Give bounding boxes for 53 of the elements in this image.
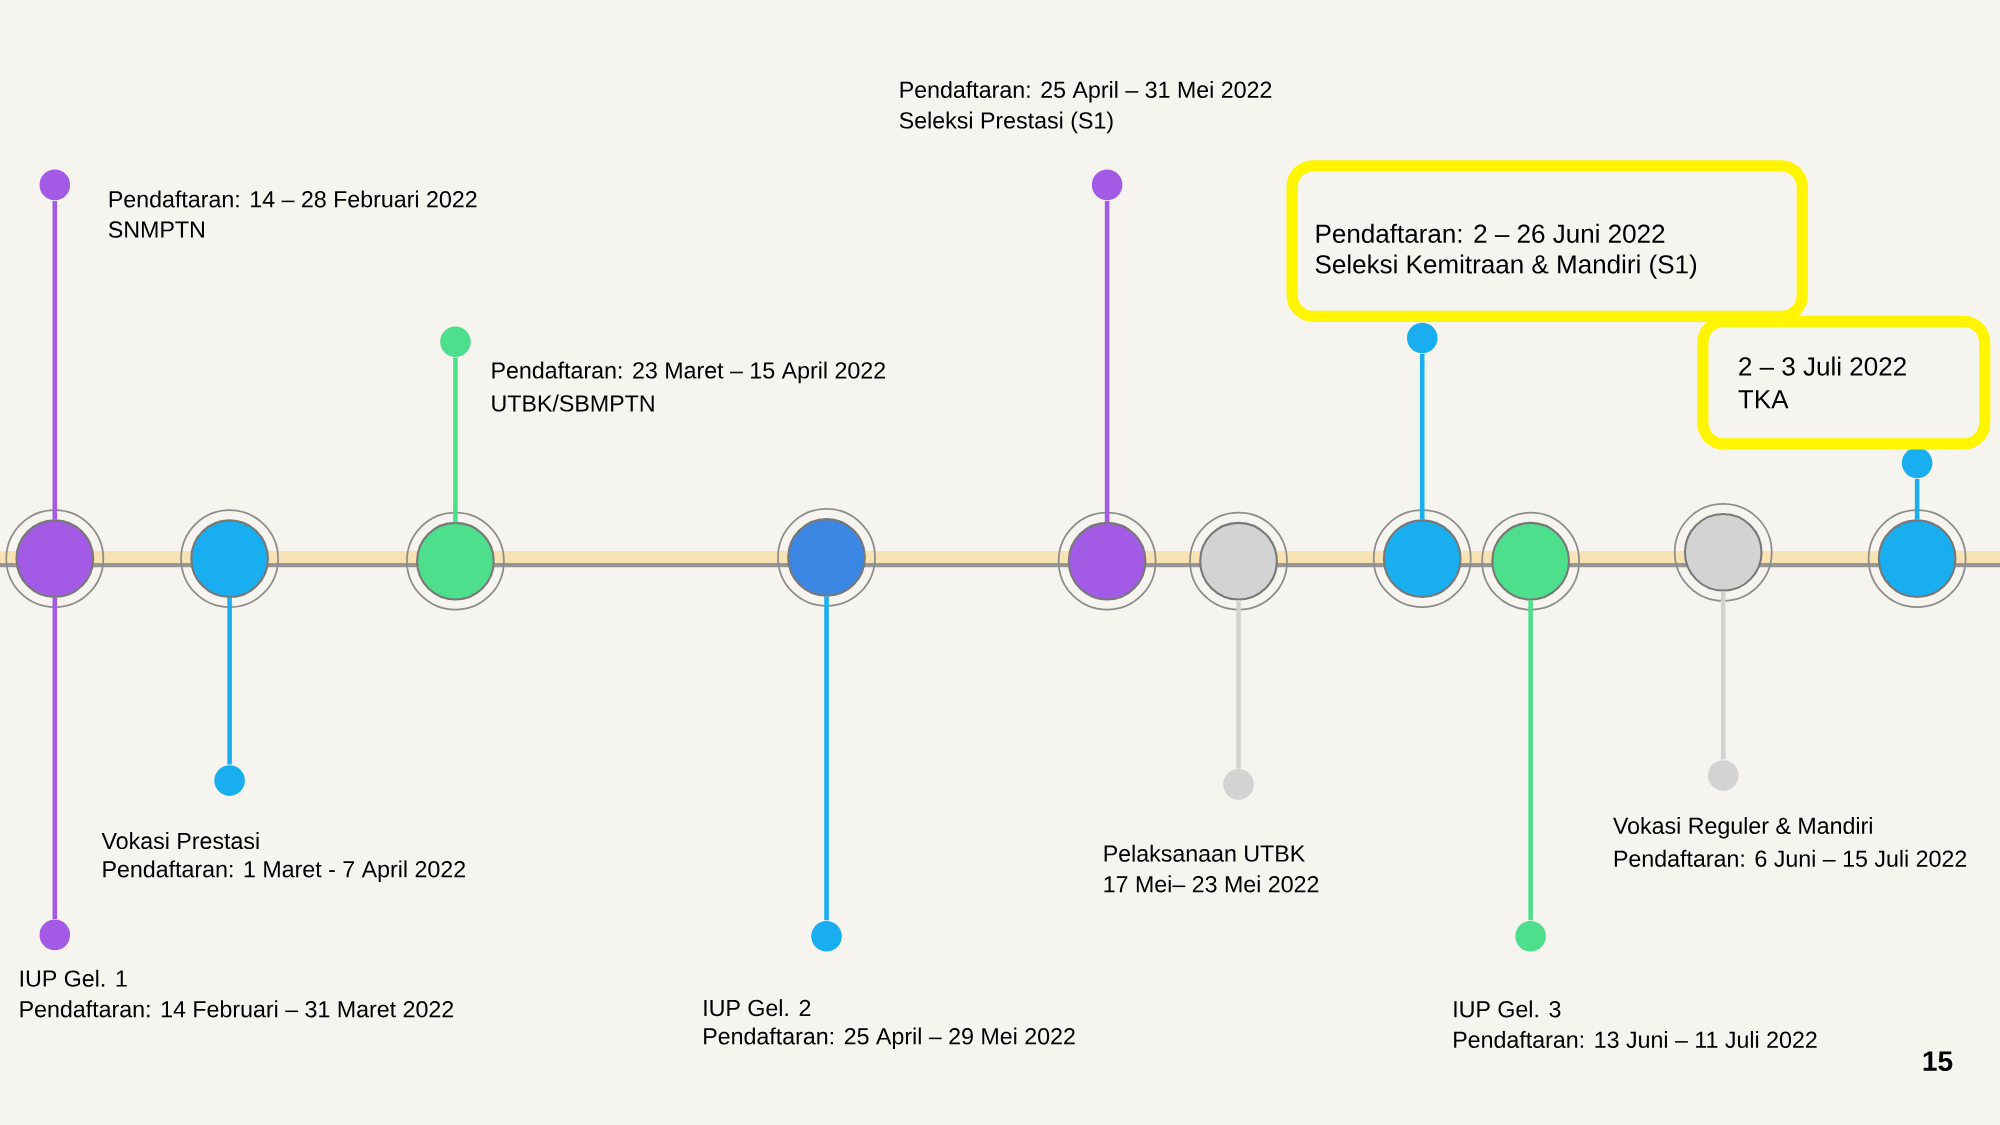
stem-line [1720,591,1726,760]
page-number: 15 [1923,1051,1953,1071]
stem-line [1528,600,1533,921]
event-text: Pendaftaran: 25 April – 31 Mei 2022 [900,80,1272,103]
end-dot [1901,447,1933,479]
highlight-box: 2 – 3 Juli 2022 TKA [1697,315,1991,450]
event-text: Pendaftaran: 14 – 28 Februari 2022 [109,190,477,208]
stem-line [227,597,232,765]
event-text: Vokasi Prestasi [101,832,259,850]
milestone-circle [406,511,505,611]
milestone-circle [1372,509,1472,609]
stem-line [824,596,829,921]
event-text: UTBK/SBMPTN [492,394,654,412]
end-dot [214,765,245,796]
stem-line [1419,354,1425,520]
event-text: Pendaftaran: 13 Juni – 11 Juli 2022 [1454,1030,1817,1048]
event-text: Pendaftaran: 23 Maret – 15 April 2022 [492,361,885,384]
milestone-circle [5,509,105,609]
stem-line [52,597,58,919]
event-text: IUP Gel. 1 [20,969,127,987]
event-text: Vokasi Reguler & Mandiri [1613,816,1872,839]
event-text: Pendaftaran: 25 April – 29 Mei 2022 [704,1027,1075,1050]
highlight-box: Pendaftaran: 2 – 26 Juni 2022 Seleksi Kemitraan & Mandiri (S1) [1286,160,1808,322]
milestone-circle [1673,502,1773,602]
event-text: IUP Gel. 2 [704,999,811,1017]
event-text: Pelaksanaan UTBK [1104,844,1305,862]
end-dot [1515,920,1546,952]
end-dot [1406,322,1438,354]
end-dot [1707,760,1739,791]
stem-line [1104,200,1110,523]
stem-line [52,200,58,520]
milestone-circle [1867,509,1967,609]
end-dot [1091,169,1123,201]
event-text: 17 Mei– 23 Mei 2022 [1104,875,1319,893]
event-text: Pendaftaran: 1 Maret - 7 April 2022 [103,860,465,882]
event-text: IUP Gel. 3 [1454,1000,1561,1018]
stem-line [1236,600,1241,769]
end-dot [39,169,71,201]
end-dot [39,919,71,951]
stem-line [453,357,458,523]
event-text: SNMPTN [108,221,204,238]
milestone-circle [1057,511,1157,611]
milestone-circle [777,508,876,607]
end-dot [440,326,471,358]
milestone-circle [1481,511,1580,611]
event-text: Pendaftaran: 6 Juni – 15 Juli 2022 [1614,849,1967,867]
end-dot [811,920,842,952]
end-dot [1223,769,1254,800]
event-text: Pendaftaran: 14 Februari – 31 Maret 2022 [20,1000,454,1018]
event-text: Seleksi Prestasi (S1) [899,111,1113,134]
milestone-circle [1189,511,1288,611]
stem-line [1914,479,1920,520]
milestone-circle [180,509,279,609]
